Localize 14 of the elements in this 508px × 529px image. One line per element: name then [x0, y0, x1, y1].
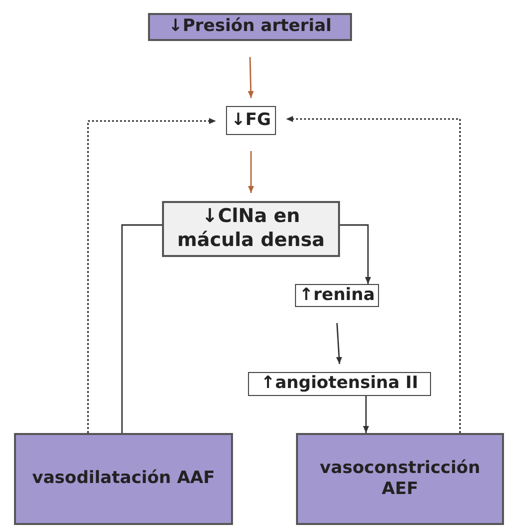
process-box: ↑angiotensina II	[248, 372, 431, 396]
process-box: ↑renina	[295, 284, 379, 307]
arrow	[340, 224, 371, 284]
process-box: ↓Presión arterial	[148, 13, 352, 41]
arrow	[248, 151, 254, 193]
arrow	[87, 118, 216, 433]
arrow	[363, 396, 369, 433]
process-box: vasoconstricción AEF	[296, 433, 504, 525]
arrow	[248, 56, 254, 98]
process-box: ↓ClNa en mácula densa	[162, 201, 340, 257]
arrow	[286, 116, 461, 433]
process-box: vasodilatación AAF	[14, 433, 233, 525]
arrow	[336, 322, 342, 364]
process-box: ↓FG	[226, 106, 276, 135]
